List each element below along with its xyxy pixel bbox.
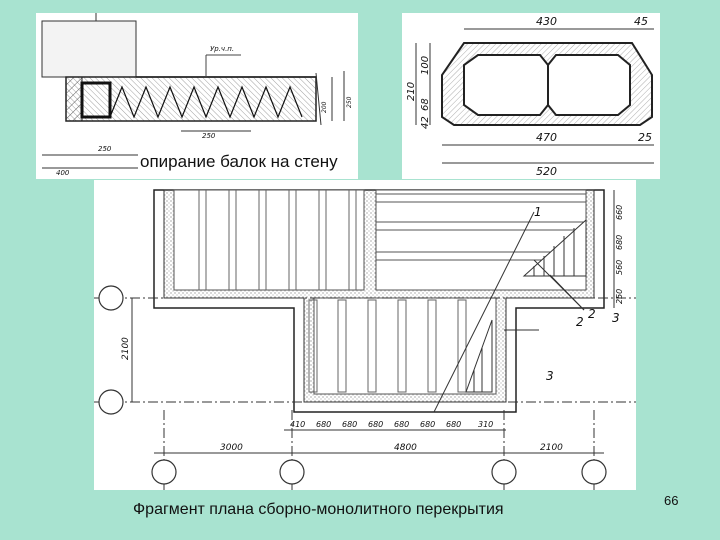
dim-right-560: 560 bbox=[615, 260, 624, 275]
dim-470: 470 bbox=[536, 131, 557, 144]
beam-detail-caption: опирание балок на стену bbox=[138, 152, 340, 172]
dim-small-4: 680 bbox=[368, 420, 383, 429]
floor-plan-fragment: 1 2 2 3 3 2100 660 680 560 250 410 680 6… bbox=[94, 180, 636, 490]
callout-2-b: 2 bbox=[588, 307, 596, 321]
floor-plan-drawing: 1 2 2 3 3 2100 660 680 560 250 410 680 6… bbox=[94, 189, 636, 490]
dim-42: 42 bbox=[420, 116, 431, 129]
callout-1: 1 bbox=[534, 205, 542, 219]
plan-caption: Фрагмент плана сборно-монолитного перекр… bbox=[133, 501, 504, 518]
dim-100: 100 bbox=[420, 56, 431, 75]
dim-right-680: 680 bbox=[615, 235, 624, 250]
dim-small-8: 310 bbox=[478, 420, 493, 429]
dim-430: 430 bbox=[536, 15, 557, 28]
dim-400: 400 bbox=[56, 169, 70, 177]
dim-small-6: 680 bbox=[420, 420, 435, 429]
dim-left-2100: 2100 bbox=[121, 337, 131, 360]
dim-right-250: 250 bbox=[615, 289, 624, 304]
dim-250-right: 250 bbox=[346, 96, 353, 108]
callout-3-b: 3 bbox=[612, 311, 620, 325]
dim-25: 25 bbox=[638, 131, 652, 144]
dim-small-5: 680 bbox=[394, 420, 409, 429]
dim-250-mid: 250 bbox=[202, 132, 216, 140]
dim-small-2: 680 bbox=[316, 420, 331, 429]
dim-small-1: 410 bbox=[290, 420, 305, 429]
dim-big-2100: 2100 bbox=[540, 443, 563, 453]
dim-right-660: 660 bbox=[615, 205, 624, 220]
dim-small-7: 680 bbox=[446, 420, 461, 429]
level-note: Ур.ч.п. bbox=[210, 45, 234, 53]
page-number: 66 bbox=[664, 493, 679, 508]
dim-big-3000: 3000 bbox=[220, 443, 243, 453]
dim-520: 520 bbox=[536, 165, 557, 178]
dim-big-4800: 4800 bbox=[394, 443, 417, 453]
hollow-section-detail: 430 45 210 100 68 42 470 25 520 bbox=[402, 13, 660, 179]
dim-210: 210 bbox=[406, 82, 417, 101]
dim-200: 200 bbox=[321, 101, 328, 113]
dim-250-bottom: 250 bbox=[98, 145, 112, 153]
hollow-section-drawing: 430 45 210 100 68 42 470 25 520 bbox=[406, 15, 654, 178]
callout-2-a: 2 bbox=[576, 315, 584, 329]
dim-small-3: 680 bbox=[342, 420, 357, 429]
callout-3-a: 3 bbox=[546, 369, 554, 383]
dim-45: 45 bbox=[634, 15, 648, 28]
dim-68: 68 bbox=[420, 98, 431, 111]
